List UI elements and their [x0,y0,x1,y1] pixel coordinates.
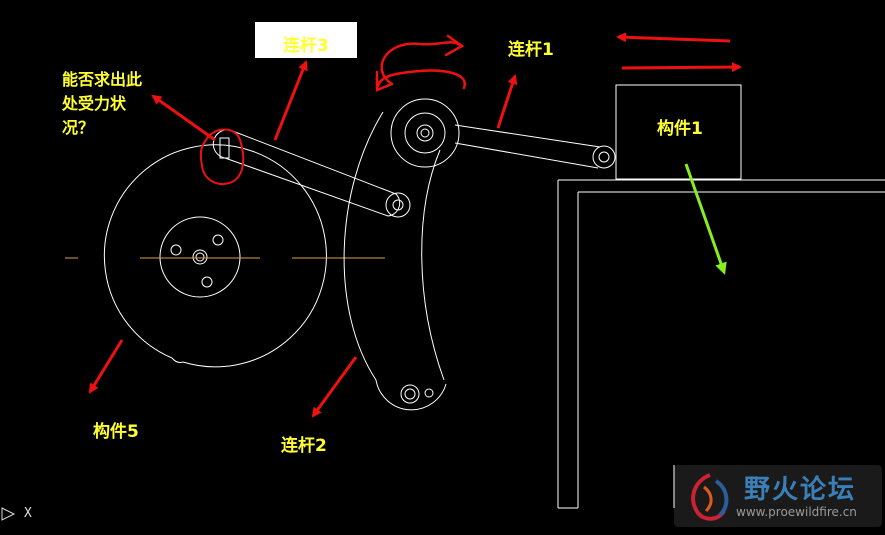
highlight-circle [199,128,245,185]
rotation-arrows [375,34,466,92]
ucs-x-label: X [24,506,32,521]
flame-logo-icon [691,473,729,521]
watermark-title: 野火论坛 [744,475,857,505]
question-note: 能否求出此 处受力状 况？ [62,68,142,140]
red-arrows [88,32,742,418]
force-arrow [684,163,727,275]
link1 [390,98,616,169]
ucs-axis-icon [1,507,16,521]
link3-label: 连杆3 [283,36,329,56]
watermark: 野火论坛 www.proewildfire.cn [674,465,882,527]
question-line-3: 况？ [62,118,95,137]
link2-label: 连杆2 [281,436,327,456]
link2 [343,111,447,411]
part1-block [557,84,885,509]
part5-label: 构件5 [93,422,139,442]
link3 [212,129,411,218]
question-line-2: 处受力状 [62,94,127,113]
question-line-1: 能否求出此 [62,70,143,89]
watermark-url: www.proewildfire.cn [736,505,857,519]
link1-label: 连杆1 [508,40,554,60]
part5-disk [103,144,327,368]
part1-label: 构件1 [657,119,703,139]
link3-label-box: 连杆3 [255,22,357,58]
